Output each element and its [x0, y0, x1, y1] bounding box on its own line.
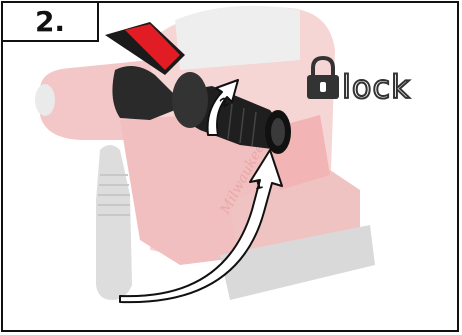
drill-body: Milwaukee: [35, 6, 375, 300]
side-handle: [96, 145, 132, 300]
step-number: 2.: [3, 3, 97, 40]
step-number-box: 2.: [3, 3, 99, 42]
lock-label: lock: [342, 68, 411, 106]
